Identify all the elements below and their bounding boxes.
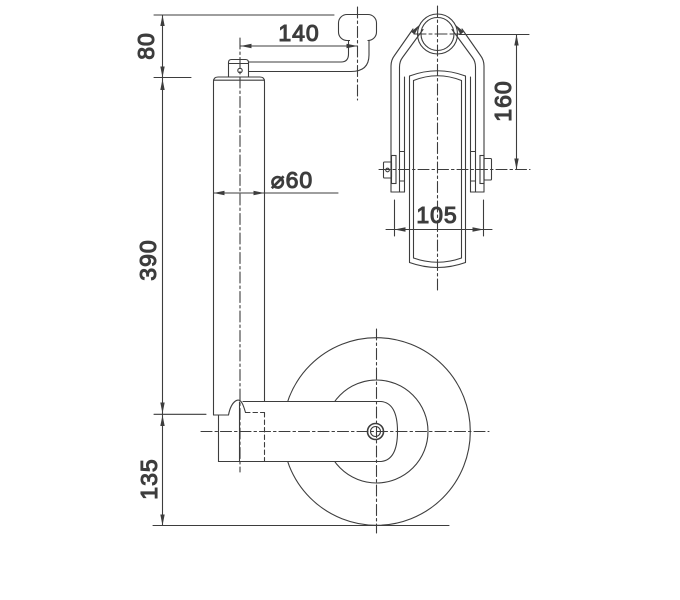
- wheel-fork: [390, 24, 485, 193]
- clamp-bump: [227, 399, 247, 416]
- fork-right-steps: [469, 150, 485, 193]
- support-tube: [212, 76, 266, 416]
- dimension-label-135: 135: [136, 458, 162, 499]
- wheel-bracket-housing: [212, 399, 399, 463]
- dimension-160: 160: [458, 33, 530, 171]
- crank-gear-block: [227, 58, 250, 78]
- tube-centerlines: [239, 6, 359, 473]
- fork-left-mid: [398, 28, 424, 193]
- dimension-dia60: ⌀60: [212, 166, 339, 196]
- dimension-140: 140: [239, 19, 359, 49]
- side-view: 80 390 135 140 ⌀60: [132, 6, 490, 534]
- dimension-arrows-dia60: [213, 190, 265, 196]
- rod-bottom-line: [247, 39, 370, 73]
- fork-right-mid: [451, 28, 477, 193]
- fork-right-outer: [461, 28, 485, 193]
- left-dimension-column: 80 390 135: [132, 14, 335, 527]
- dimension-label-dia60: ⌀60: [271, 167, 313, 193]
- wheel-centerlines: [200, 328, 490, 534]
- block-outline: [227, 58, 250, 78]
- dimension-label-390: 390: [135, 239, 161, 280]
- dimension-label-80: 80: [133, 32, 159, 60]
- fork-tip-arrows: [411, 24, 464, 35]
- fork-left-steps: [390, 150, 406, 193]
- dimension-105: 105: [385, 199, 493, 237]
- dimension-label-140: 140: [278, 20, 319, 46]
- dimension-arrows: [160, 15, 165, 526]
- dimension-label-160: 160: [490, 80, 516, 121]
- front-centerlines: [378, 5, 531, 293]
- dimension-arrows-105: [394, 227, 484, 232]
- tube-outline: [212, 76, 266, 416]
- fork-left-outer: [390, 28, 414, 193]
- hidden-inner-tube: [244, 411, 266, 463]
- knob-neck-gap: [350, 39, 368, 43]
- rod-top-line: [247, 39, 350, 63]
- front-view: 160 105: [378, 5, 531, 293]
- dimension-arrows-160: [514, 34, 519, 170]
- dimension-label-105: 105: [416, 202, 457, 228]
- dimension-arrows-140: [240, 43, 358, 49]
